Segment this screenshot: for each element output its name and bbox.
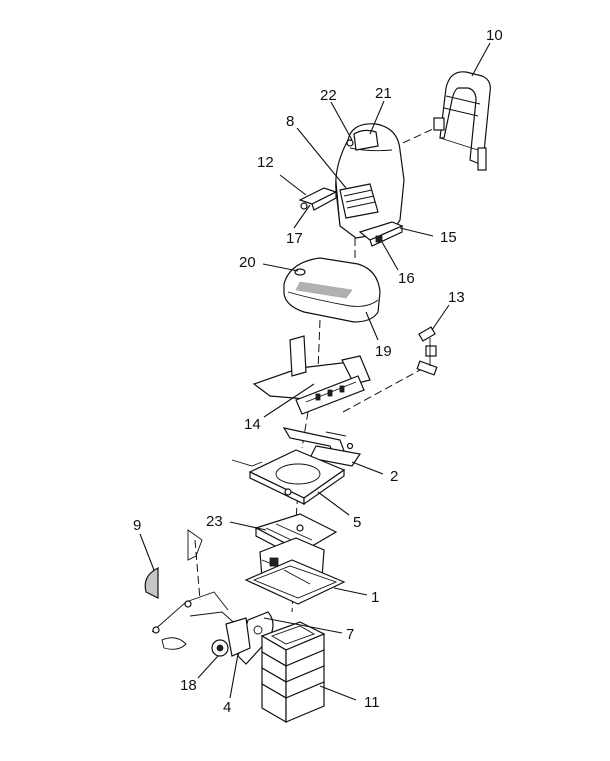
part-2-mounting-bracket (282, 427, 362, 467)
callout-9: 9 (133, 517, 141, 534)
callout-23: 23 (206, 513, 223, 530)
callout-5: 5 (353, 514, 361, 531)
callout-10: 10 (486, 27, 503, 44)
callout-1: 1 (371, 589, 379, 606)
part-19-seat-cushion (283, 257, 381, 323)
callout-13: 13 (448, 289, 465, 306)
callout-19: 19 (375, 343, 392, 360)
callout-20: 20 (239, 254, 256, 271)
callout-16: 16 (398, 270, 415, 287)
callout-14: 14 (244, 416, 261, 433)
callout-22: 22 (320, 87, 337, 104)
callout-21: 21 (375, 85, 392, 102)
part-4-18-knob (211, 617, 251, 657)
callout-15: 15 (440, 229, 457, 246)
part-11-bellows (260, 621, 326, 724)
part-linkage (151, 591, 241, 650)
part-9-shroud (144, 529, 203, 599)
leader-lines (139, 42, 491, 701)
callout-8: 8 (286, 113, 294, 130)
part-12-left-armrest (298, 187, 338, 211)
callout-17: 17 (286, 230, 303, 247)
callout-11: 11 (364, 694, 380, 711)
callout-labels: 10 22 21 8 12 17 15 16 20 19 13 14 2 5 2… (133, 27, 503, 716)
callout-18: 18 (180, 677, 197, 694)
callout-4: 4 (223, 699, 231, 716)
callout-2: 2 (390, 468, 398, 485)
part-10-handle-frame (433, 71, 491, 171)
part-5-swivel-plate (231, 449, 346, 506)
part-seat-back (335, 123, 405, 239)
callout-12: 12 (257, 154, 274, 171)
part-14-slide-frame (252, 335, 371, 415)
callout-7: 7 (346, 626, 354, 643)
part-1-suspension-base (244, 537, 346, 605)
part-13-fittings (416, 326, 438, 376)
part-15-right-armrest (358, 221, 404, 247)
